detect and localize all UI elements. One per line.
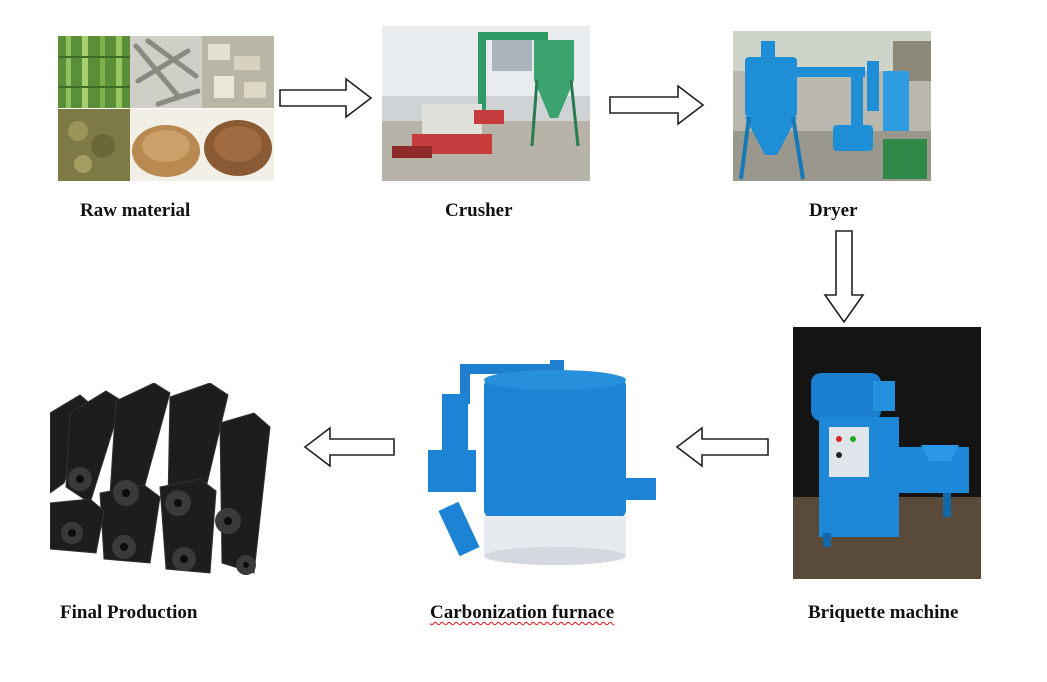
carbonization-furnace-image <box>420 354 660 569</box>
crusher-image <box>382 26 590 181</box>
carbonization-furnace-text: Carbonization furnace <box>430 602 615 623</box>
arrow-right-icon <box>608 83 706 127</box>
dryer-label: Dryer <box>809 200 858 221</box>
crusher-label: Crusher <box>445 200 513 221</box>
raw-material-image <box>58 36 274 181</box>
final-production-label: Final Production <box>60 602 198 623</box>
raw-material-label: Raw material <box>80 200 191 221</box>
briquette-machine-image <box>793 327 981 579</box>
arrow-down-icon <box>822 229 866 325</box>
arrow-left-icon <box>302 425 396 469</box>
arrow-left-icon <box>674 425 770 469</box>
charcoal-briquettes-image <box>50 383 272 580</box>
carbonization-furnace-label: Carbonization furnace <box>430 602 614 624</box>
arrow-right-icon <box>278 76 374 120</box>
dryer-image <box>733 31 931 181</box>
briquette-machine-label: Briquette machine <box>808 602 959 623</box>
